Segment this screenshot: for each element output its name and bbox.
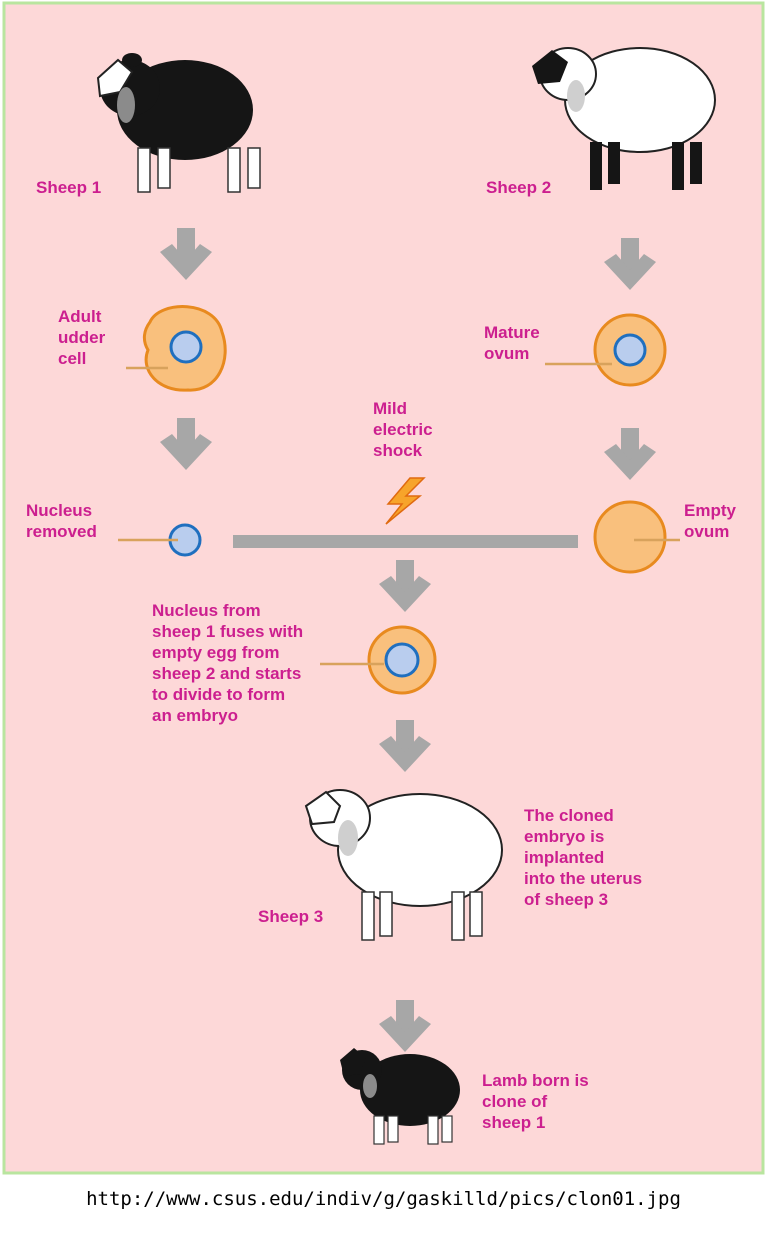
label-mild-electric-shock: Mild electric shock [373, 398, 433, 461]
label-sheep-3: Sheep 3 [258, 906, 323, 927]
label-empty-ovum: Empty ovum [684, 500, 736, 542]
empty-ovum [595, 502, 665, 572]
label-mature-ovum: Mature ovum [484, 322, 540, 364]
fusion-bar [233, 535, 578, 548]
label-lamb-clone: Lamb born is clone of sheep 1 [482, 1070, 589, 1133]
label-fusion-description: Nucleus from sheep 1 fuses with empty eg… [152, 600, 303, 726]
label-sheep-2: Sheep 2 [486, 177, 551, 198]
source-url: http://www.csus.edu/indiv/g/gaskilld/pic… [0, 1188, 767, 1210]
label-nucleus-removed: Nucleus removed [26, 500, 97, 542]
label-adult-udder-cell: Adult udder cell [58, 306, 105, 369]
label-implant-description: The cloned embryo is implanted into the … [524, 805, 642, 910]
adult-udder-cell [144, 307, 225, 391]
label-sheep-1: Sheep 1 [36, 177, 101, 198]
fused-egg [369, 627, 435, 693]
mature-ovum [595, 315, 665, 385]
